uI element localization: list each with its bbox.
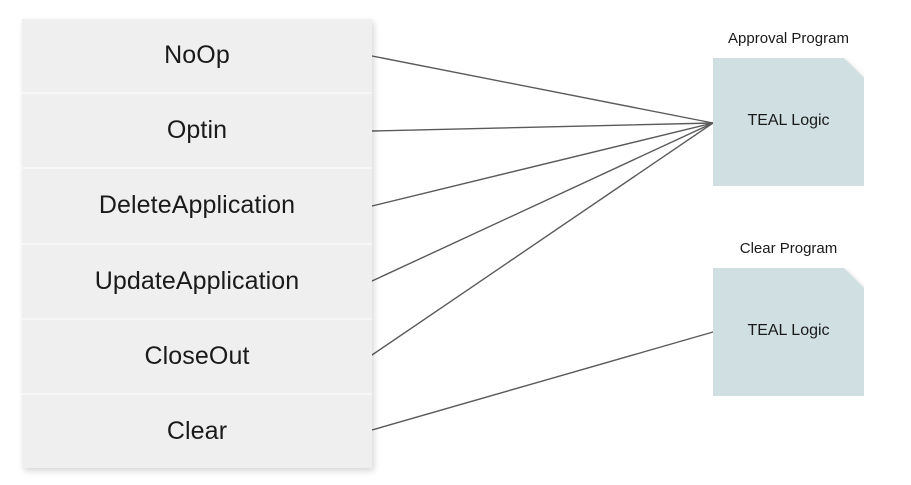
call-type-label: DeleteApplication bbox=[98, 191, 296, 220]
document-shape-icon bbox=[713, 268, 864, 396]
clear-program-node[interactable]: Clear Program TEAL Logic bbox=[713, 241, 864, 396]
approval-program-caption: Approval Program bbox=[728, 30, 849, 47]
clear-program-body-text: TEAL Logic bbox=[747, 322, 830, 339]
approval-program-node[interactable]: Approval Program TEAL Logic bbox=[713, 31, 864, 186]
call-type-row-closeout[interactable]: CloseOut bbox=[22, 319, 372, 395]
call-type-row-optin[interactable]: Optin bbox=[22, 94, 372, 170]
edge-clear-to-clear-program bbox=[371, 331, 714, 431]
call-type-label: Clear bbox=[166, 416, 228, 445]
approval-program-body-text: TEAL Logic bbox=[747, 112, 830, 129]
application-call-types-panel: NoOp Optin DeleteApplication UpdateAppli… bbox=[22, 19, 372, 469]
clear-program-caption: Clear Program bbox=[739, 240, 838, 257]
call-type-label: NoOp bbox=[164, 41, 230, 70]
edge-closeout-to-approval bbox=[371, 122, 714, 356]
call-type-row-clear[interactable]: Clear bbox=[22, 394, 372, 469]
call-type-row-noop[interactable]: NoOp bbox=[22, 19, 372, 95]
document-shape-icon bbox=[713, 58, 864, 186]
edge-noop-to-approval bbox=[371, 55, 714, 124]
edge-optin-to-approval bbox=[371, 122, 714, 132]
edge-update-application-to-approval bbox=[371, 122, 714, 282]
call-type-label: Optin bbox=[166, 116, 228, 145]
edge-delete-application-to-approval bbox=[371, 122, 714, 207]
call-type-label: UpdateApplication bbox=[94, 266, 300, 295]
call-type-label: CloseOut bbox=[144, 341, 250, 370]
call-type-row-delete-application[interactable]: DeleteApplication bbox=[22, 169, 372, 245]
call-type-row-update-application[interactable]: UpdateApplication bbox=[22, 244, 372, 320]
